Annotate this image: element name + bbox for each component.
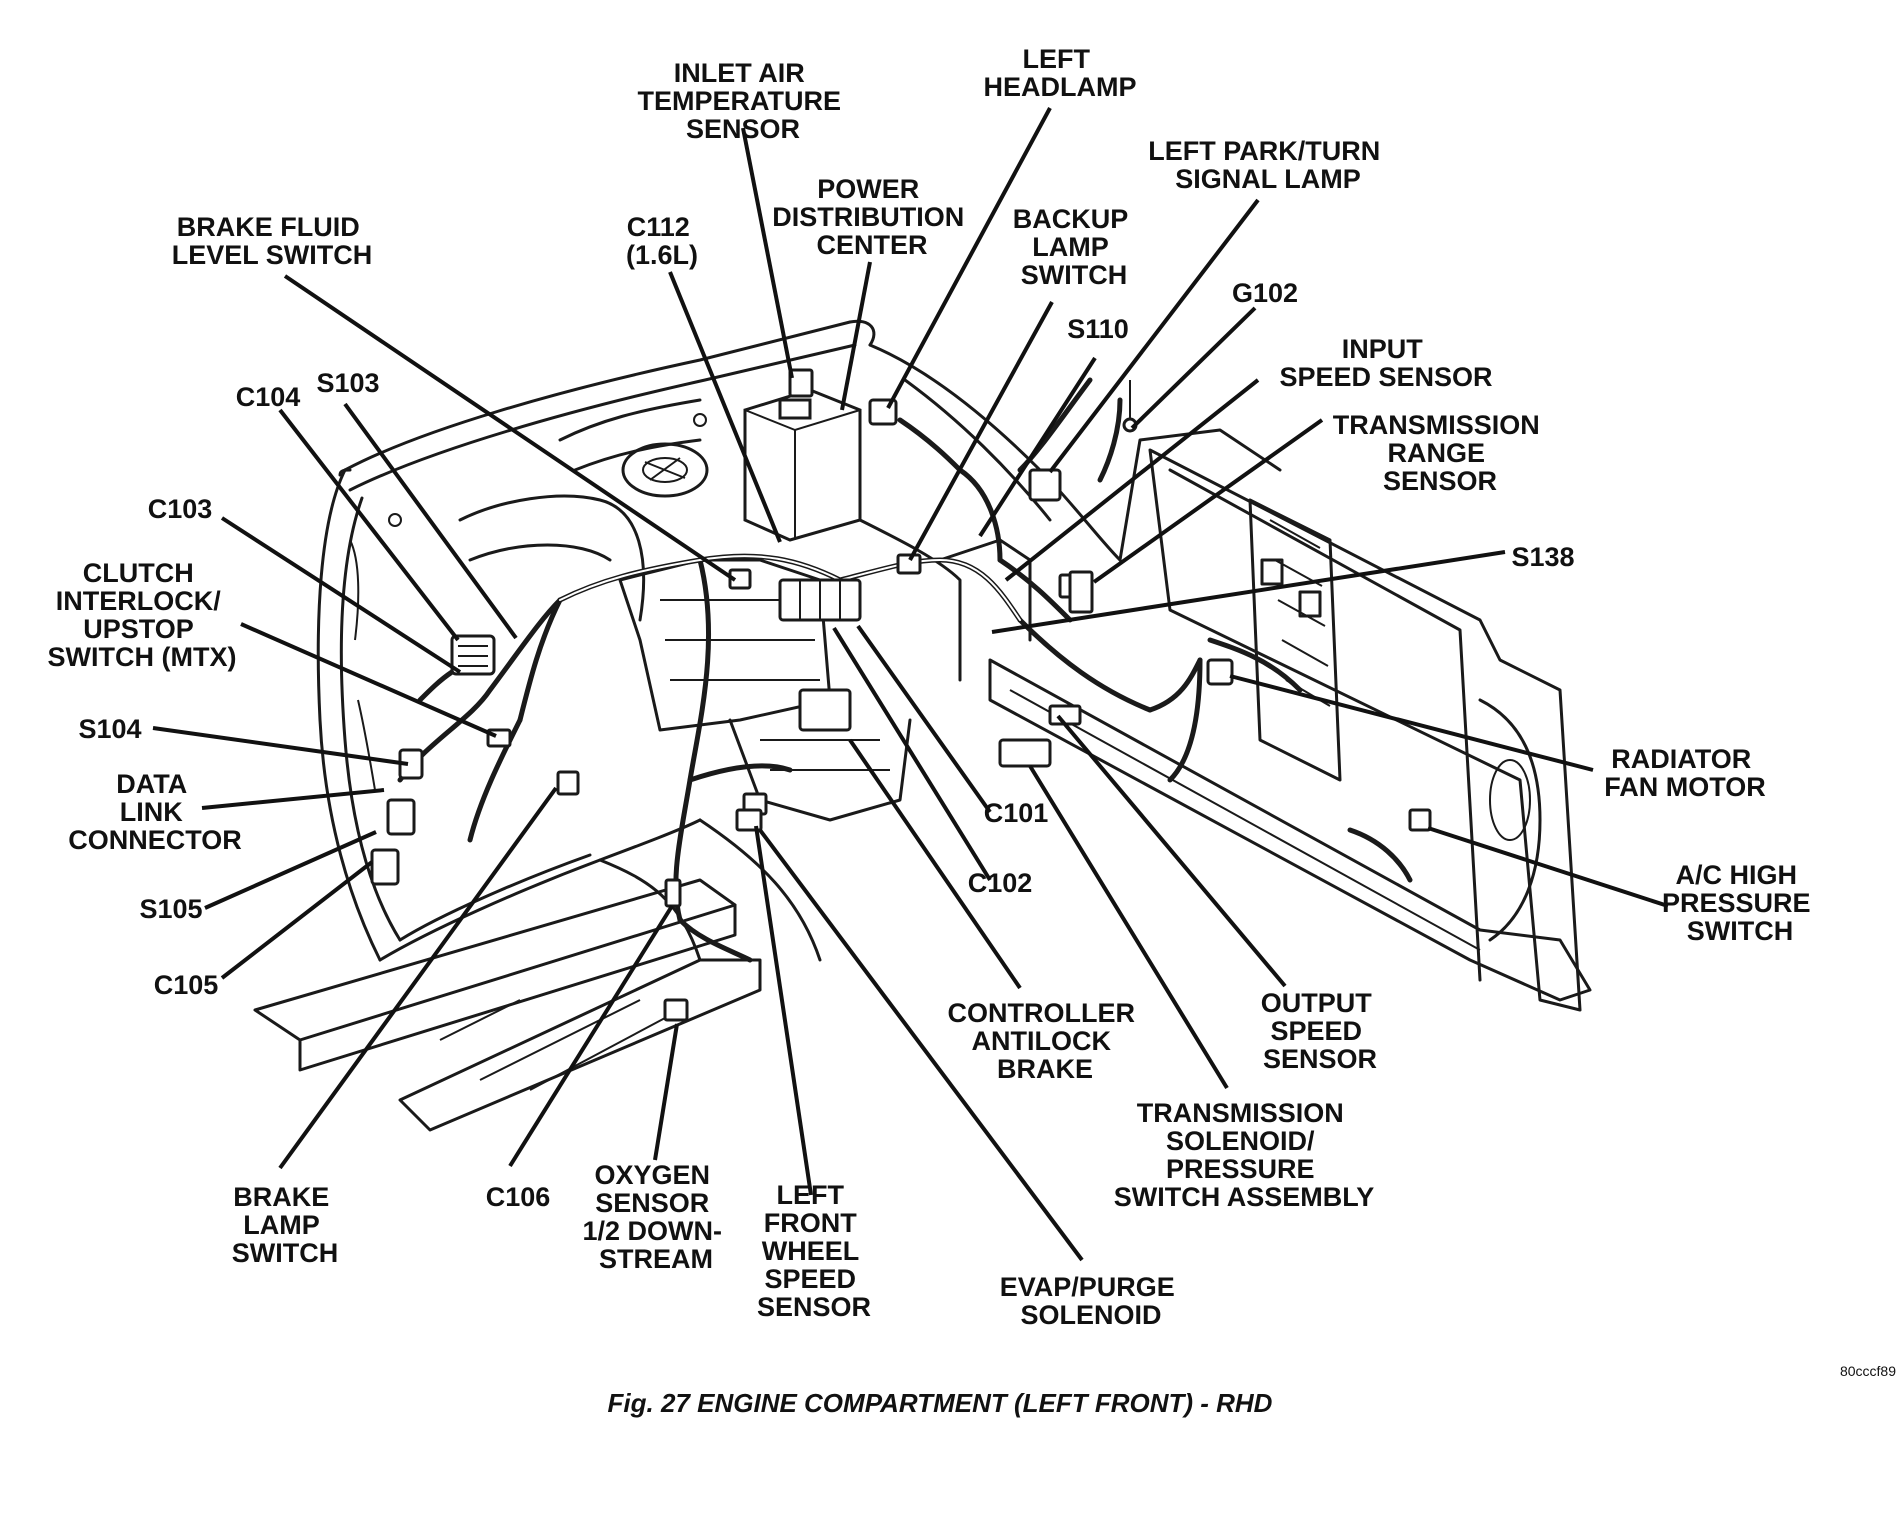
backup-lamp-switch-body [896, 553, 922, 575]
radiator-fan-connector [1206, 658, 1234, 686]
inlet-air-temp-sensor-body [788, 368, 814, 398]
label-power-distribution-center: POWER DISTRIBUTION CENTER [772, 174, 972, 260]
label-s138: S138 [1511, 542, 1574, 572]
label-c104: C104 [236, 382, 301, 412]
park-turn-lamp-connector [1028, 468, 1062, 502]
label-radiator-fan-motor: RADIATOR FAN MOTOR [1604, 744, 1766, 802]
label-backup-lamp-switch: BACKUP LAMP SWITCH [1013, 204, 1136, 290]
label-oxygen-sensor-downstream: OXYGEN SENSOR 1/2 DOWN- STREAM [582, 1160, 729, 1274]
label-c103: C103 [148, 494, 213, 524]
transmission-range-sensor-body [1068, 570, 1094, 614]
label-left-front-wheel-speed-sensor: LEFT FRONT WHEEL SPEED SENSOR [757, 1180, 871, 1322]
leader-lines [152, 107, 1669, 1262]
controller-antilock-brake-body [798, 688, 852, 732]
label-left-headlamp: LEFT HEADLAMP [984, 44, 1137, 102]
label-clutch-interlock-upstop-switch: CLUTCH INTERLOCK/ UPSTOP SWITCH (MTX) [48, 558, 237, 672]
label-s104: S104 [78, 714, 141, 744]
image-code: 80cccf89 [1840, 1363, 1896, 1379]
label-transmission-solenoid-pressure-switch-assembly: TRANSMISSION SOLENOID/ PRESSURE SWITCH A… [1114, 1098, 1375, 1212]
oxygen-sensor-connector [663, 998, 689, 1022]
label-c112: C112 (1.6L) [626, 212, 698, 270]
label-g102: G102 [1232, 278, 1298, 308]
label-c101: C101 [984, 798, 1049, 828]
c105-connector [370, 848, 400, 886]
label-ac-high-pressure-switch: A/C HIGH PRESSURE SWITCH [1662, 860, 1818, 946]
label-inlet-air-temperature-sensor: INLET AIR TEMPERATURE SENSOR [637, 58, 848, 144]
data-link-connector-body [386, 798, 416, 836]
label-left-park-turn-signal-lamp: LEFT PARK/TURN SIGNAL LAMP [1148, 136, 1388, 194]
label-s103: S103 [316, 368, 379, 398]
label-controller-antilock-brake: CONTROLLER ANTILOCK BRAKE [948, 998, 1143, 1084]
label-brake-fluid-level-switch: BRAKE FLUID LEVEL SWITCH [172, 212, 373, 270]
connectors [370, 368, 1432, 1022]
c106-connector [664, 878, 682, 908]
label-transmission-range-sensor: TRANSMISSION RANGE SENSOR [1333, 410, 1548, 496]
label-data-link-connector: DATA LINK CONNECTOR [68, 769, 242, 855]
label-input-speed-sensor: INPUT SPEED SENSOR [1279, 334, 1492, 392]
label-evap-purge-solenoid: EVAP/PURGE SOLENOID [1000, 1272, 1183, 1330]
figure-caption: Fig. 27 ENGINE COMPARTMENT (LEFT FRONT) … [608, 1388, 1273, 1418]
label-output-speed-sensor: OUTPUT SPEED SENSOR [1261, 988, 1380, 1074]
label-s110: S110 [1067, 314, 1129, 344]
evap-solenoid-body [735, 808, 763, 832]
label-c105: C105 [154, 970, 219, 1000]
transmission-solenoid-body [998, 738, 1052, 768]
label-s105: S105 [139, 894, 202, 924]
ac-pressure-switch-body [1408, 808, 1432, 832]
wiring-harness [397, 377, 1413, 963]
brake-lamp-switch-body [556, 770, 580, 796]
label-brake-lamp-switch: BRAKE LAMP SWITCH [232, 1182, 338, 1268]
labels: INLET AIR TEMPERATURE SENSOR LEFT HEADLA… [48, 44, 1897, 1418]
label-c106: C106 [486, 1182, 551, 1212]
label-c102: C102 [968, 868, 1033, 898]
